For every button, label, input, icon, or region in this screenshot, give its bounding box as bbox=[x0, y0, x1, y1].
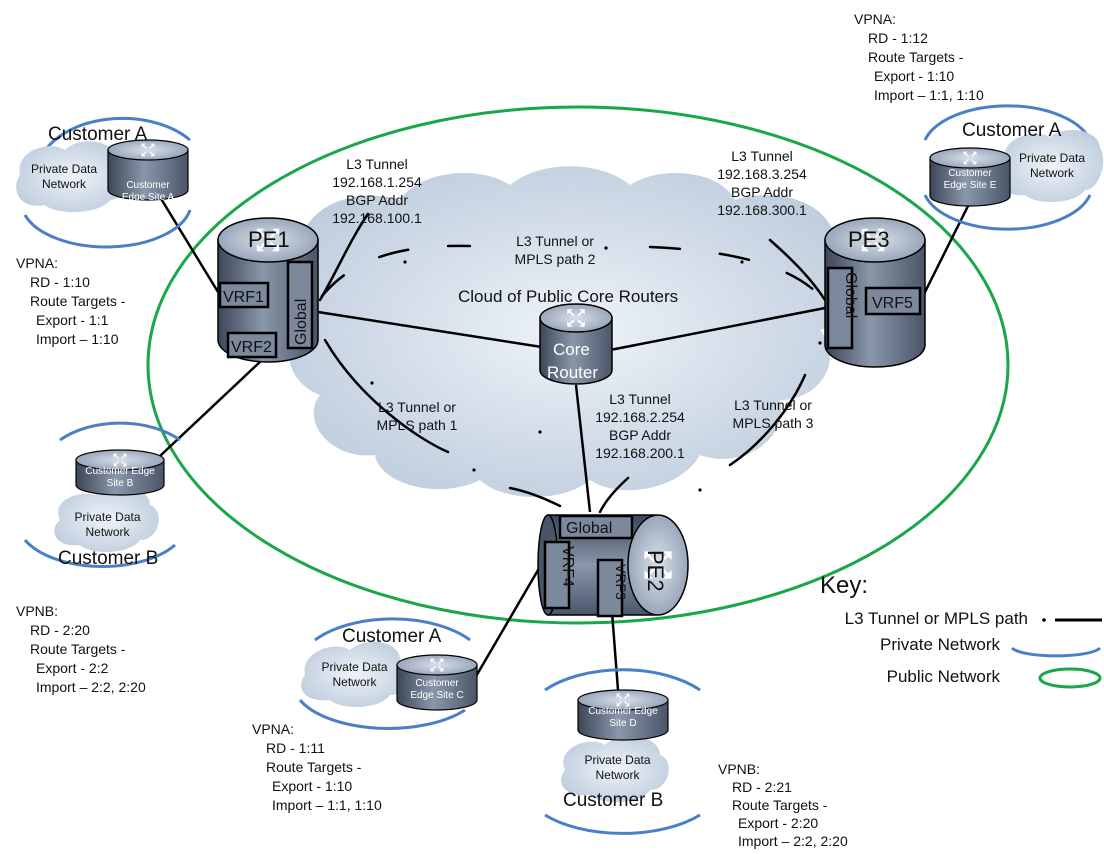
key-symbols bbox=[1010, 618, 1102, 689]
pe2-global-box[interactable] bbox=[558, 514, 634, 540]
link-ceB-pe1 bbox=[159, 359, 263, 457]
tunnel-arrow-pe2 bbox=[598, 476, 630, 514]
pe1-vrf2-label: VRF2 bbox=[231, 339, 272, 356]
pe3-router[interactable]: PE3 VRF5 Global bbox=[824, 217, 926, 368]
link-ceA-pe1 bbox=[158, 196, 220, 293]
mpls-paths bbox=[318, 212, 827, 514]
ce-site-d[interactable] bbox=[577, 689, 669, 741]
pe2-vpnb-config: VPNB: RD - 2:21 Route Targets - Export -… bbox=[718, 761, 848, 849]
pe3-vrf5-box[interactable] bbox=[864, 286, 922, 316]
pe2-vpna-config: VPNA: RD - 1:11 Route Targets - Export -… bbox=[252, 721, 382, 813]
pe1-vrf1-label: VRF1 bbox=[223, 289, 264, 306]
pe1-vpnb-config: VPNB: RD - 2:20 Route Targets - Export -… bbox=[16, 603, 146, 695]
ce-site-e[interactable] bbox=[929, 147, 1011, 207]
public-network-boundary bbox=[146, 105, 1010, 625]
link-ceD-pe2 bbox=[610, 611, 620, 691]
link-ceC-pe2 bbox=[473, 552, 550, 679]
site-a-customer: Customer A bbox=[48, 124, 148, 145]
pe1-label: PE1 bbox=[248, 227, 290, 252]
link-ceE-pe3 bbox=[920, 201, 972, 299]
site-c-customer: Customer A bbox=[342, 626, 442, 647]
pe2-router[interactable]: PE2 Global VRF4 VRF3 bbox=[537, 514, 689, 618]
private-data-clouds bbox=[16, 130, 1104, 802]
pe3-label: PE3 bbox=[848, 227, 890, 252]
pe1-vpna-config: VPNA: RD - 1:10 Route Targets - Export -… bbox=[16, 255, 126, 347]
key-private-label: Private Network bbox=[880, 635, 1000, 654]
pe1-global-box[interactable] bbox=[286, 260, 314, 350]
pe1-vrf1-box[interactable] bbox=[218, 281, 270, 309]
mpls-path-2 bbox=[320, 244, 472, 298]
link-core-pe3 bbox=[609, 306, 826, 352]
pe1-router[interactable]: PE1 VRF1 VRF2 Global bbox=[217, 217, 319, 363]
pe2-global-label: Global bbox=[566, 520, 612, 537]
core-router-line1: Core bbox=[553, 340, 590, 359]
site-d-customer: Customer B bbox=[563, 790, 664, 811]
pe2-vrf4-label: VRF4 bbox=[559, 546, 576, 587]
pe2-vrf3-box[interactable] bbox=[596, 558, 624, 618]
pe3-global-label: Global bbox=[842, 272, 859, 318]
links bbox=[158, 196, 972, 691]
pe1-global-label: Global bbox=[293, 299, 310, 345]
link-core-pe2 bbox=[574, 384, 592, 513]
key-title: Key: bbox=[820, 572, 869, 599]
ce-site-c[interactable] bbox=[396, 654, 478, 711]
core-router[interactable]: Core Router bbox=[539, 303, 613, 385]
cloud-title: Cloud of Public Core Routers bbox=[458, 287, 679, 306]
ce-site-a[interactable] bbox=[107, 139, 189, 201]
pe3-vrf5-label: VRF5 bbox=[872, 295, 913, 312]
pe3-vpna-config: VPNA: RD - 1:12 Route Targets - Export -… bbox=[854, 11, 984, 103]
tunnel-arrow-pe1 bbox=[318, 212, 370, 302]
link-pe1-core bbox=[317, 310, 549, 350]
pe2-vrf4-box[interactable] bbox=[543, 540, 571, 610]
tunnel-arrow-pe3 bbox=[768, 238, 827, 302]
pe3-global-box[interactable] bbox=[826, 266, 854, 350]
site-b-customer: Customer B bbox=[58, 548, 159, 569]
core-router-line2: Router bbox=[547, 363, 598, 382]
pe2-vrf3-label: VRF3 bbox=[613, 564, 629, 600]
private-networks bbox=[23, 104, 1092, 835]
key-tunnel-label: L3 Tunnel or MPLS path bbox=[844, 609, 1028, 628]
pe2-label: PE2 bbox=[643, 550, 668, 592]
site-e-customer: Customer A bbox=[962, 120, 1062, 141]
mpls-path-2b bbox=[648, 245, 824, 300]
pe1-vrf2-box[interactable] bbox=[226, 331, 278, 359]
mpls-path-1 bbox=[323, 338, 562, 508]
mpls-path-3 bbox=[728, 373, 807, 467]
ce-site-b[interactable] bbox=[75, 449, 165, 496]
key-public-label: Public Network bbox=[886, 667, 1000, 686]
